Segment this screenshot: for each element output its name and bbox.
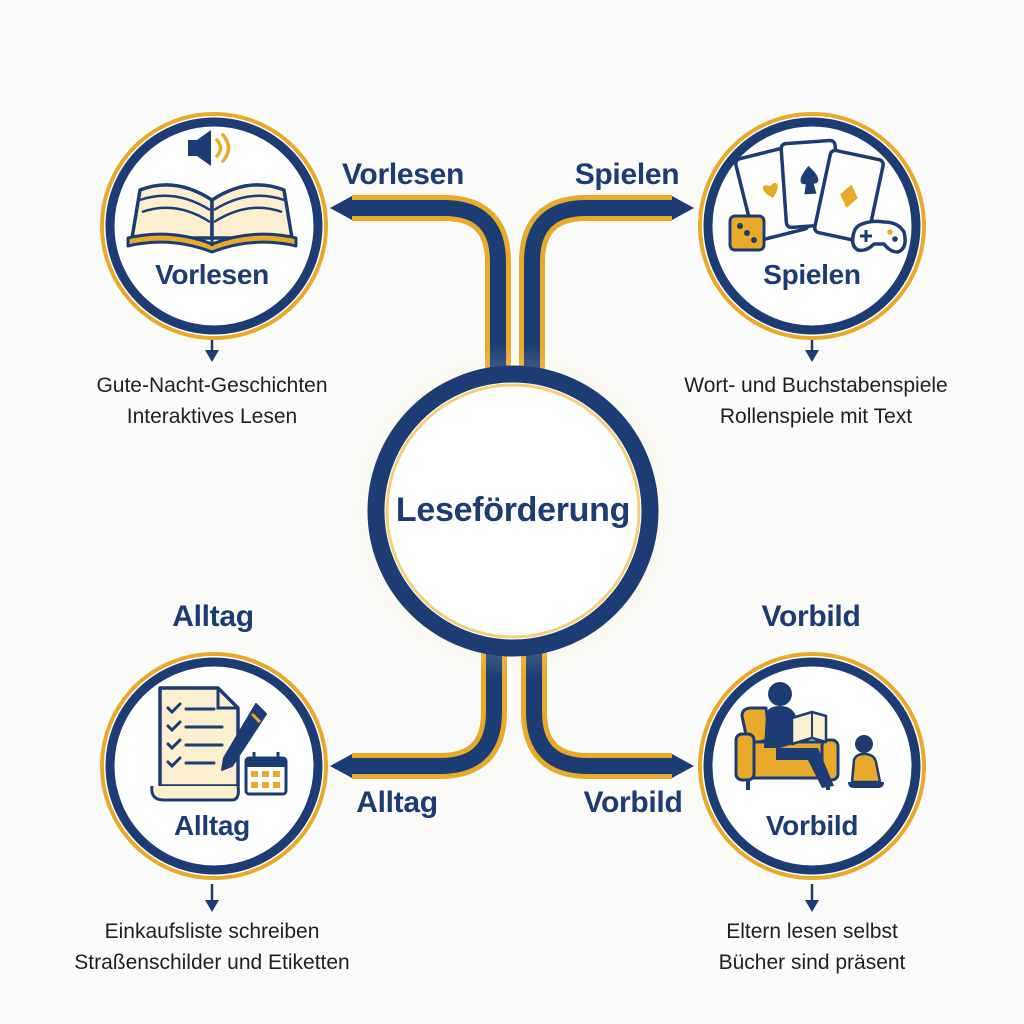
node-title-vorbild: Vorbild <box>765 810 859 841</box>
gamepad-icon <box>850 219 907 254</box>
node-vorbild <box>698 652 926 880</box>
detail-item: Bücher sind präsent <box>718 951 906 974</box>
pen-icon <box>221 703 267 771</box>
center-title: Leseförderung <box>395 491 631 529</box>
down-arrow-vorbild <box>805 884 819 912</box>
node-vorlesen <box>100 112 328 340</box>
node-title-alltag: Alltag <box>174 810 250 841</box>
open-book-icon <box>126 183 298 254</box>
arrowhead-vorlesen <box>330 196 352 220</box>
arrowhead-spielen <box>672 196 694 220</box>
playing-cards-icon <box>733 138 885 244</box>
details-vorbild: Eltern lesen selbst Bücher sind präsent <box>642 916 982 978</box>
child-icon <box>848 735 884 788</box>
calendar-icon <box>244 752 288 796</box>
arrowhead-vorbild <box>672 754 694 778</box>
detail-item: Wort- und Buchstabenspiele <box>684 374 948 397</box>
center-node <box>345 343 681 679</box>
details-alltag: Einkaufsliste schreiben Straßenschilder … <box>42 916 382 978</box>
node-spielen <box>698 112 926 340</box>
connector-alltag <box>330 645 507 779</box>
detail-item: Eltern lesen selbst <box>726 920 898 943</box>
down-arrow-alltag <box>205 884 219 912</box>
details-spielen: Wort- und Buchstabenspiele Rollenspiele … <box>646 370 986 432</box>
speaker-icon <box>188 130 231 166</box>
heading-alltag: Alltag <box>172 600 254 633</box>
edge-label-vorbild: Vorbild <box>583 786 683 819</box>
reading-parent-icon <box>764 682 834 788</box>
checklist-icon <box>150 686 240 802</box>
connector-spielen <box>519 195 694 370</box>
edge-label-spielen: Spielen <box>574 158 680 191</box>
dice-icon <box>728 214 766 252</box>
edge-label-alltag: Alltag <box>356 786 438 819</box>
node-alltag <box>100 652 328 880</box>
detail-item: Interaktives Lesen <box>126 405 298 428</box>
detail-item: Rollenspiele mit Text <box>719 405 913 428</box>
node-title-vorlesen: Vorlesen <box>155 259 269 290</box>
connector-vorlesen <box>330 195 511 370</box>
detail-item: Gute-Nacht-Geschichten <box>96 374 328 397</box>
connector-vorbild <box>521 645 694 779</box>
arrowhead-alltag <box>330 754 352 778</box>
heading-vorbild: Vorbild <box>761 600 861 633</box>
detail-item: Straßenschilder und Etiketten <box>74 951 350 974</box>
detail-item: Einkaufsliste schreiben <box>104 920 320 943</box>
node-title-spielen: Spielen <box>763 259 861 290</box>
details-vorlesen: Gute-Nacht-Geschichten Interaktives Lese… <box>42 370 382 432</box>
edge-label-vorlesen: Vorlesen <box>341 158 465 191</box>
